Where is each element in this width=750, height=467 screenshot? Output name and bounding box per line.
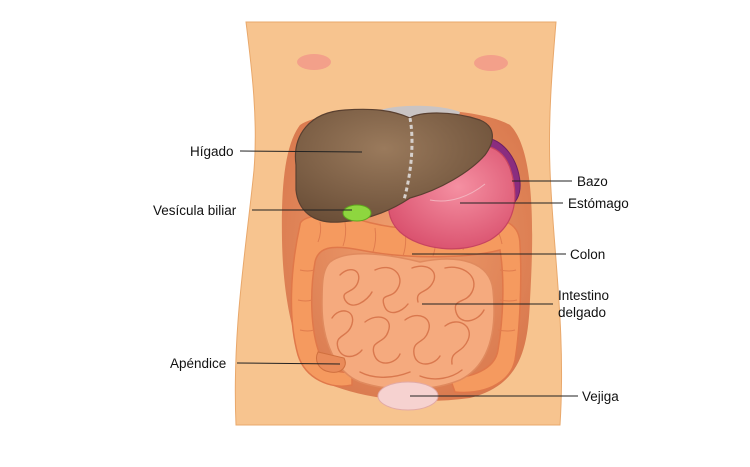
label-colon: Colon bbox=[570, 247, 606, 262]
label-bladder: Vejiga bbox=[582, 389, 619, 404]
label-small-intestine-1: Intestino bbox=[558, 288, 610, 303]
leader-liver bbox=[239, 150, 363, 153]
appendix bbox=[316, 351, 346, 373]
label-stomach: Estómago bbox=[568, 196, 629, 211]
label-appendix: Apéndice bbox=[170, 356, 227, 371]
leader-lines bbox=[236, 150, 578, 397]
left-nipple bbox=[297, 54, 331, 70]
gallbladder bbox=[342, 204, 372, 222]
label-small-intestine-2: delgado bbox=[558, 305, 607, 320]
stomach-highlight bbox=[429, 183, 486, 202]
label-liver: Hígado bbox=[190, 144, 234, 159]
label-gallbladder: Vesícula biliar bbox=[153, 203, 237, 218]
label-spleen: Bazo bbox=[577, 174, 608, 189]
liver-ligament bbox=[402, 117, 414, 201]
right-nipple bbox=[474, 55, 508, 71]
leader-appendix bbox=[236, 362, 341, 365]
small-intestine bbox=[321, 253, 495, 391]
liver bbox=[294, 108, 493, 223]
